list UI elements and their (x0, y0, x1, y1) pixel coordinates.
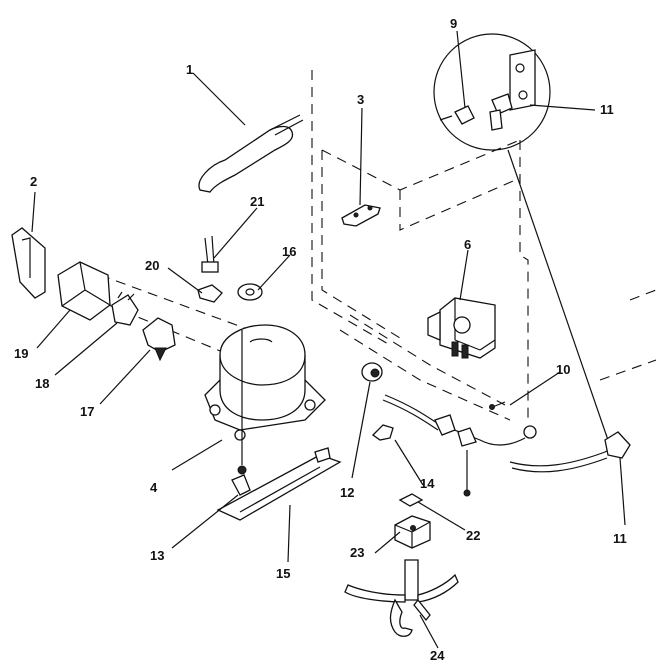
leader-lines (31, 30, 626, 649)
part-11-power-cord (507, 149, 631, 473)
callout-20: 20 (145, 258, 159, 273)
part-24-manifold (344, 559, 459, 637)
part-19-relay-cover (57, 261, 111, 321)
callout-24: 24 (430, 648, 445, 663)
part-17-overload (142, 317, 176, 362)
part-23-block (394, 515, 431, 549)
callout-16: 16 (282, 244, 296, 259)
callout-22: 22 (466, 528, 480, 543)
part-1-drier-tube (198, 114, 304, 193)
screw (463, 450, 471, 497)
callout-labels: 1 2 3 4 6 9 10 11 11 12 13 14 15 16 17 1… (14, 16, 627, 663)
callout-14: 14 (420, 476, 435, 491)
part-2-bracket (11, 227, 46, 299)
callout-12: 12 (340, 485, 354, 500)
part-22-bracket (398, 493, 424, 507)
part-13-mount (231, 465, 251, 496)
part-18-relay (111, 291, 139, 326)
callout-13: 13 (150, 548, 164, 563)
inset-detail (433, 33, 551, 151)
callout-9: 9 (450, 16, 457, 31)
callout-1: 1 (186, 62, 193, 77)
callout-17: 17 (80, 404, 94, 419)
part-20-terminal-block (197, 284, 223, 303)
part-14-clamp (371, 424, 394, 441)
callout-2: 2 (30, 174, 37, 189)
callout-21: 21 (250, 194, 264, 209)
cabinet-outline (59, 70, 656, 421)
callout-4: 4 (150, 480, 158, 495)
part-21-connector (201, 235, 219, 273)
part-12-grommet (361, 362, 383, 382)
callout-15: 15 (276, 566, 290, 581)
callout-3: 3 (357, 92, 364, 107)
callout-23: 23 (350, 545, 364, 560)
callout-18: 18 (35, 376, 49, 391)
callout-11-top: 11 (600, 102, 614, 117)
callout-19: 19 (14, 346, 28, 361)
part-4-compressor (204, 324, 326, 441)
part-6-timer (427, 297, 496, 359)
wiring-harness (382, 394, 537, 447)
part-15-base-plate (216, 447, 342, 521)
callout-6: 6 (464, 237, 471, 252)
callout-11-bottom: 11 (613, 531, 627, 546)
part-10-screw (489, 401, 506, 410)
callout-10: 10 (556, 362, 570, 377)
part-16-grommet (237, 283, 263, 301)
part-3-clip (341, 204, 381, 227)
